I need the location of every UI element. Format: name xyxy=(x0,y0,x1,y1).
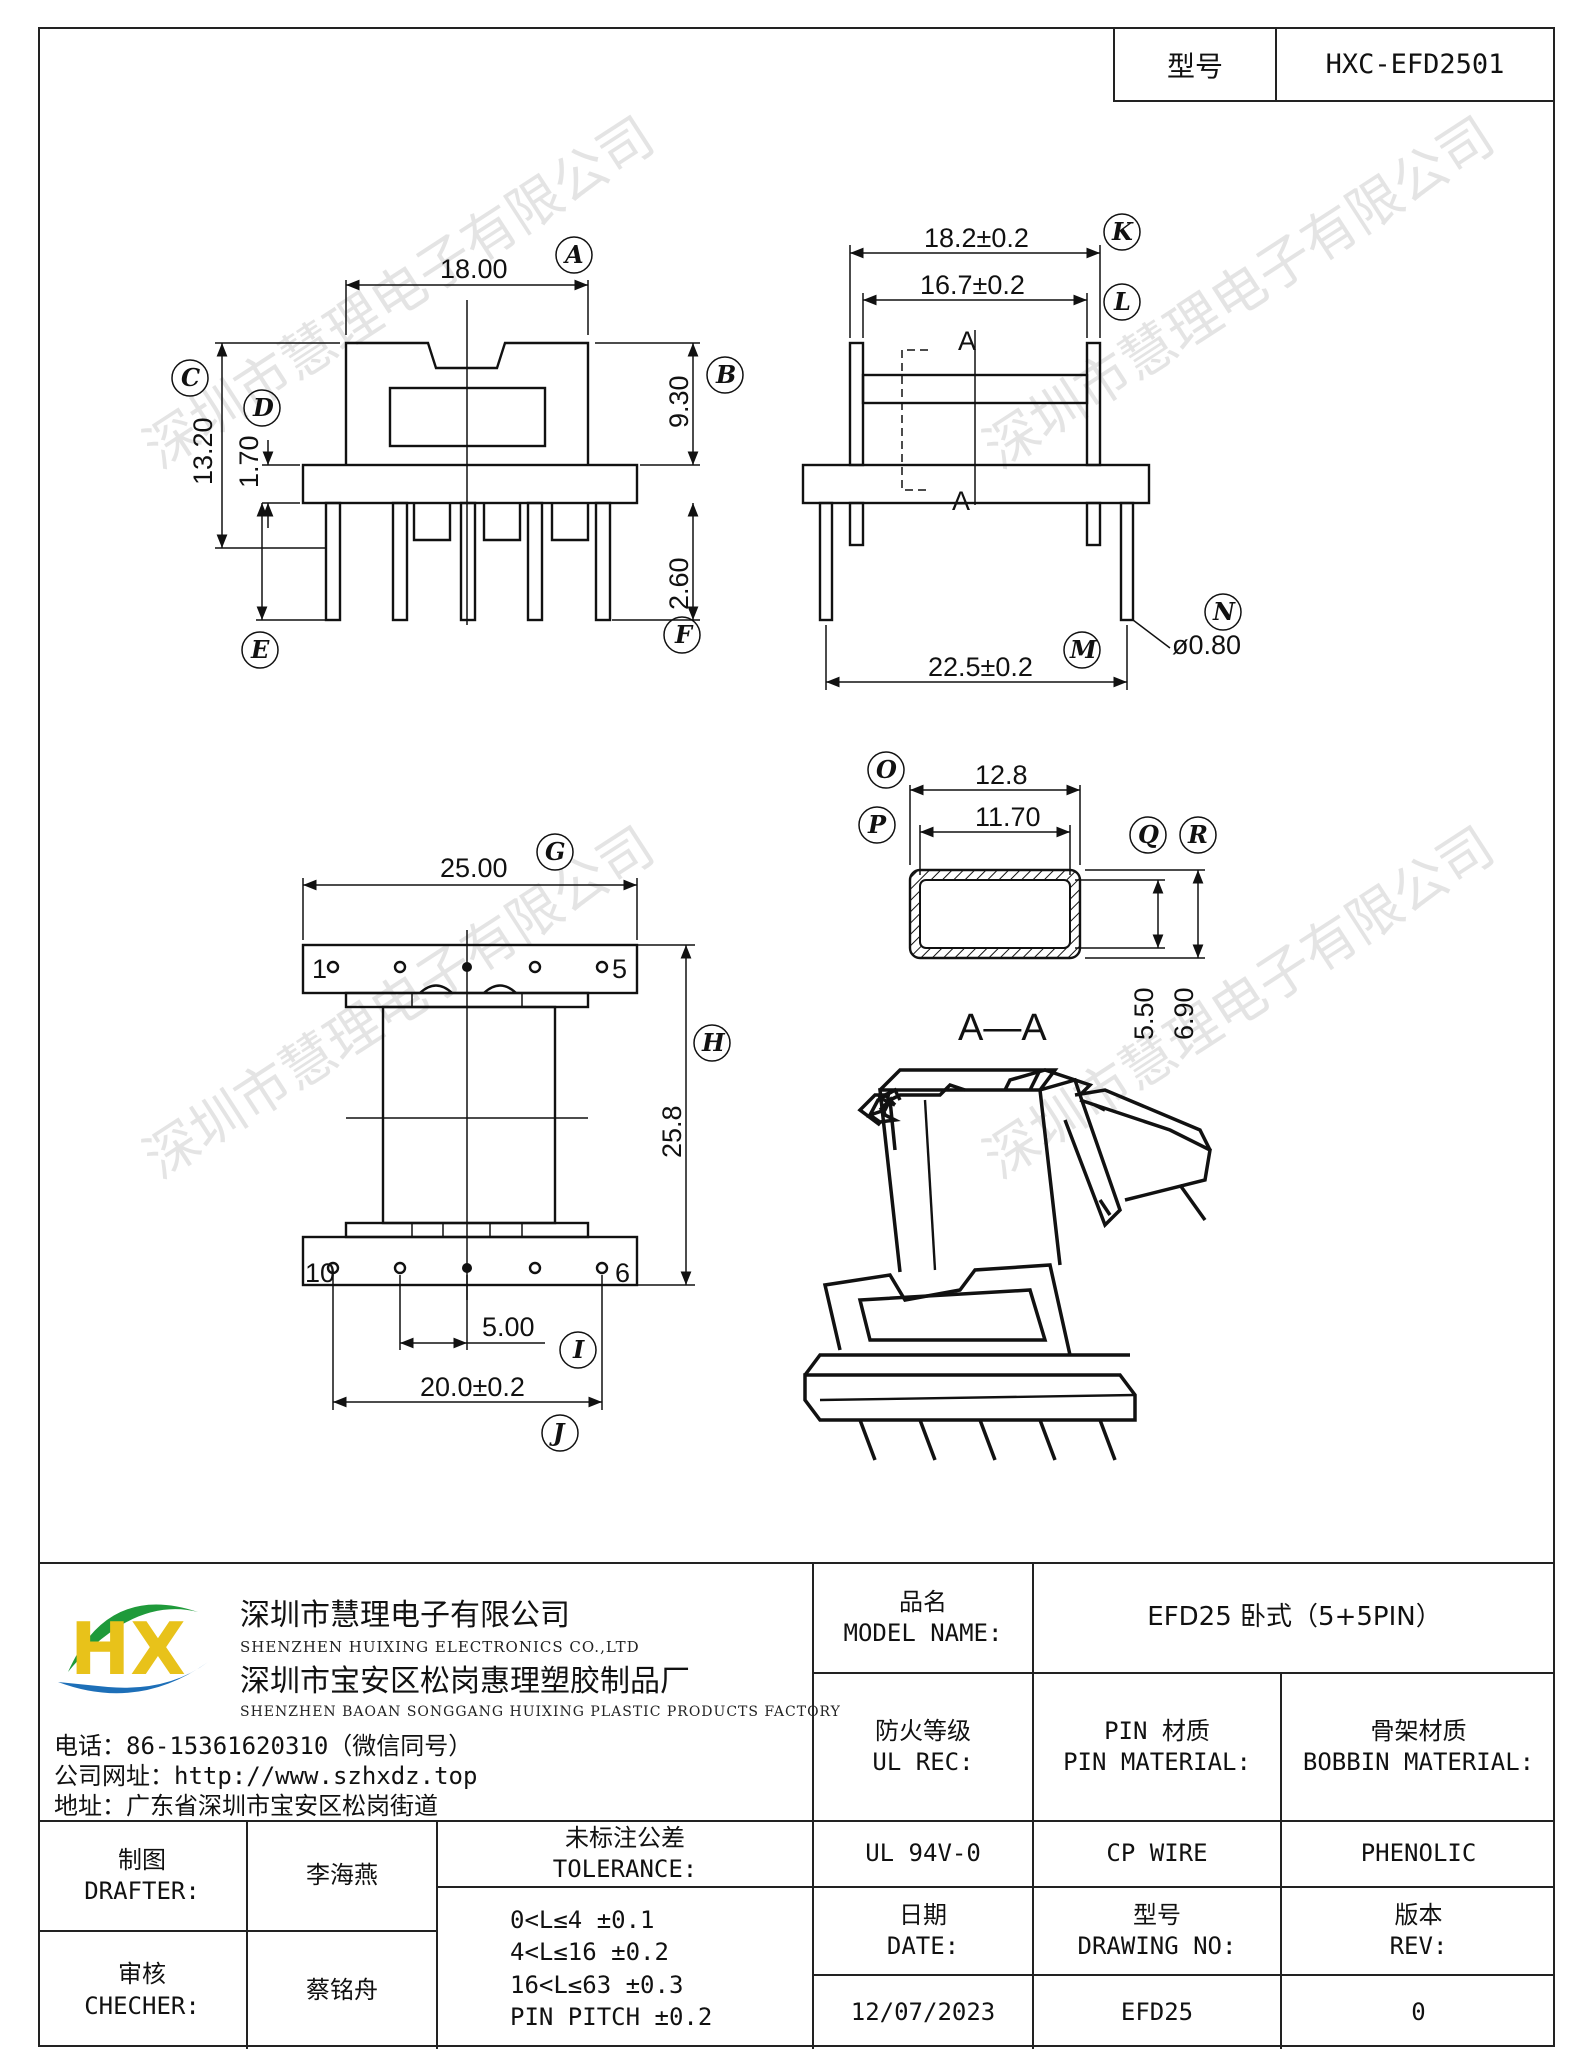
dim-front-width: 18.00 xyxy=(440,254,508,284)
dim-side-inner: 16.7±0.2 xyxy=(920,270,1025,300)
watermark-group: 深圳市慧理电子有限公司 深圳市慧理电子有限公司 深圳市慧理电子有限公司 深圳市慧… xyxy=(133,105,1505,1191)
watermark-3: 深圳市慧理电子有限公司 xyxy=(133,815,665,1191)
drawing-no-value: EFD25 xyxy=(1032,1974,1280,2049)
bottom-view: 1 5 10 6 25.00 25.8 5.00 20.0±0.2 xyxy=(301,853,695,1410)
callout-c: C xyxy=(181,363,200,392)
isometric-view xyxy=(803,1068,1212,1461)
dim-section-outer-h: 6.90 xyxy=(1169,987,1199,1040)
callout-j: J xyxy=(549,1418,566,1447)
date-label: 日期 DATE: xyxy=(812,1886,1032,1974)
dim-front-total-height: 13.20 xyxy=(188,417,218,485)
checker-label: 审核 CHECHER: xyxy=(38,1930,246,2049)
callout-group: A B C D E F G H I J K L M N O P Q R xyxy=(171,213,1242,1452)
pin-label-6: 6 xyxy=(615,1258,630,1288)
dim-section-outer-w: 12.8 xyxy=(975,760,1028,790)
callout-m: M xyxy=(1069,635,1098,664)
section-view: 12.8 11.70 5.50 6.90 A—A xyxy=(908,760,1205,1049)
dim-side-pin-dia: ø0.80 xyxy=(1172,630,1241,660)
dim-side-outer: 18.2±0.2 xyxy=(924,223,1029,253)
callout-h: H xyxy=(701,1028,726,1057)
side-view: A A 18.2±0.2 16.7±0.2 22.5±0.2 ø0.80 xyxy=(801,223,1241,690)
ul-label: 防火等级 UL REC: xyxy=(812,1672,1032,1820)
drawing-frame xyxy=(38,27,1555,2047)
tolerance-label: 未标注公差 TOLERANCE: xyxy=(436,1820,812,1886)
section-title: A—A xyxy=(958,1007,1047,1049)
section-label-top: A xyxy=(958,326,976,356)
pin-label-1: 1 xyxy=(312,954,327,984)
dim-bottom-length: 25.8 xyxy=(657,1105,687,1158)
dim-section-inner-h: 5.50 xyxy=(1129,987,1159,1040)
callout-d: D xyxy=(252,393,274,422)
callout-q: Q xyxy=(1138,820,1159,849)
bobbin-material-label: 骨架材质 BOBBIN MATERIAL: xyxy=(1280,1672,1555,1820)
dim-bottom-pin-span: 20.0±0.2 xyxy=(420,1372,525,1402)
callout-o: O xyxy=(876,755,897,784)
factory-name-cn: 深圳市宝安区松岗惠理塑胶制品厂 xyxy=(240,1664,690,1699)
callout-l: L xyxy=(1113,287,1131,316)
company-name-cn: 深圳市慧理电子有限公司 xyxy=(240,1598,570,1633)
rev-label: 版本 REV: xyxy=(1280,1886,1555,1974)
company-address: 地址：广东省深圳市宝安区松岗街道 xyxy=(54,1792,438,1820)
dim-front-top-height: 9.30 xyxy=(664,375,694,428)
model-header: 型号 HXC-EFD2501 xyxy=(1113,27,1555,102)
model-value: HXC-EFD2501 xyxy=(1325,49,1505,80)
pin-material-label: PIN 材质 PIN MATERIAL: xyxy=(1032,1672,1280,1820)
callout-p: P xyxy=(867,810,887,839)
date-value: 12/07/2023 xyxy=(812,1974,1032,2049)
dim-bottom-pitch: 5.00 xyxy=(482,1312,535,1342)
callout-n: N xyxy=(1212,597,1236,626)
section-label-bottom: A xyxy=(952,486,970,516)
front-view: 18.00 13.20 1.70 9.30 2.60 xyxy=(188,254,700,625)
dim-side-pin-span: 22.5±0.2 xyxy=(928,652,1033,682)
rev-value: 0 xyxy=(1280,1974,1555,2049)
model-label: 型号 xyxy=(1115,29,1277,100)
ul-value: UL 94V-0 xyxy=(812,1820,1032,1886)
callout-e: E xyxy=(250,635,270,664)
model-name-label: 品名 MODEL NAME: xyxy=(812,1564,1032,1672)
technical-drawing: 深圳市慧理电子有限公司 深圳市慧理电子有限公司 深圳市慧理电子有限公司 深圳市慧… xyxy=(133,105,1505,1461)
callout-a: A xyxy=(563,240,584,269)
pin-label-5: 5 xyxy=(612,954,627,984)
pin-material-value: CP WIRE xyxy=(1032,1820,1280,1886)
dim-front-pin-len: 2.60 xyxy=(664,557,694,610)
dim-bottom-width: 25.00 xyxy=(440,853,508,883)
company-logo: HX xyxy=(58,1604,208,1694)
callout-k: K xyxy=(1111,217,1134,246)
company-phone: 电话：86-15361620310（微信同号） xyxy=(54,1732,473,1760)
tolerance-table: 0<L≤4 ±0.1 4<L≤16 ±0.2 16<L≤63 ±0.3 PIN … xyxy=(436,1886,812,2049)
bobbin-material-value: PHENOLIC xyxy=(1280,1820,1555,1886)
callout-g: G xyxy=(545,837,566,866)
callout-r: R xyxy=(1187,820,1208,849)
dim-section-inner-w: 11.70 xyxy=(975,802,1041,832)
company-website: 公司网址：http://www.szhxdz.top xyxy=(54,1762,478,1790)
model-name-value: EFD25 卧式（5+5PIN） xyxy=(1032,1564,1555,1672)
callout-b: B xyxy=(715,360,736,389)
title-block: HX 深圳市慧理电子有限公司 SHENZHEN HUIXING ELECTRON… xyxy=(38,1562,1555,2049)
watermark-2: 深圳市慧理电子有限公司 xyxy=(973,105,1505,481)
factory-name-en: SHENZHEN BAOAN SONGGANG HUIXING PLASTIC … xyxy=(240,1704,841,1720)
callout-i: I xyxy=(572,1335,585,1364)
pin-label-10: 10 xyxy=(305,1258,335,1288)
callout-f: F xyxy=(674,620,694,649)
drafter-value: 李海燕 xyxy=(246,1820,436,1930)
checker-value: 蔡铭舟 xyxy=(246,1930,436,2049)
drafter-label: 制图 DRAFTER: xyxy=(38,1820,246,1930)
logo-text: HX xyxy=(70,1607,186,1691)
dim-front-flange: 1.70 xyxy=(234,435,264,488)
drawing-no-label: 型号 DRAWING NO: xyxy=(1032,1886,1280,1974)
company-name-en: SHENZHEN HUIXING ELECTRONICS CO.,LTD xyxy=(240,1638,640,1656)
